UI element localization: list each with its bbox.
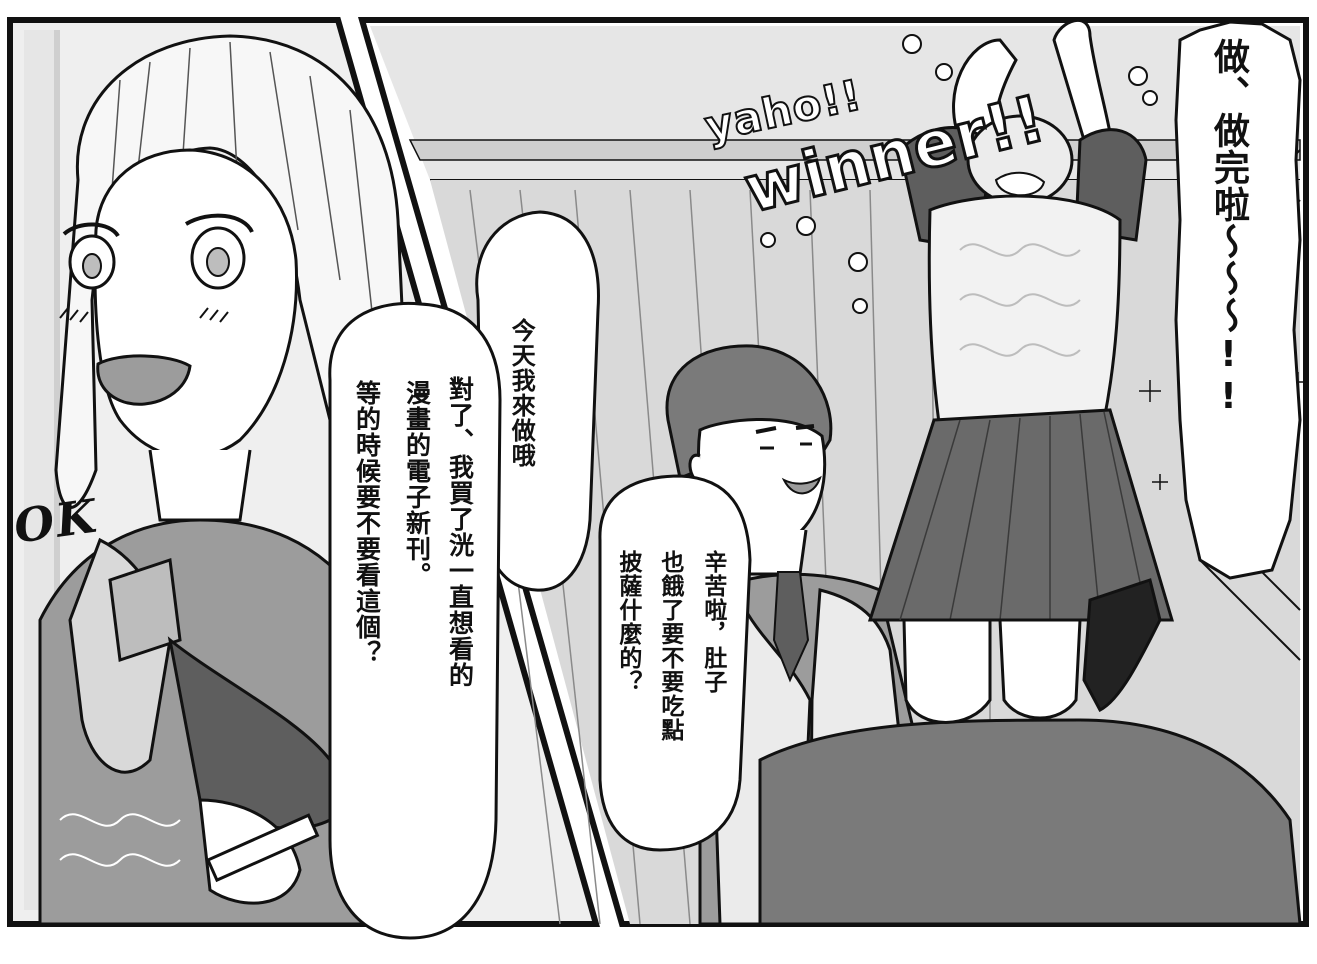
balloon-three-line-2: 也餓了要不要吃點 xyxy=(656,550,683,742)
balloon-three-line-3: 披薩什麼的？ xyxy=(614,550,641,694)
right-panel xyxy=(358,17,1309,927)
balloon-one-text: 今天我來做哦 xyxy=(507,318,536,468)
balloon-two-line-3: 等的時候要不要看這個？ xyxy=(352,380,382,666)
speech-balloons xyxy=(328,20,1302,940)
balloon-four-text: 做、做完啦〜〜〜!! xyxy=(1208,38,1249,418)
balloon-three-line-1: 辛苦啦，肚子 xyxy=(699,550,726,694)
sfx-ok: OK xyxy=(10,488,102,554)
balloon-two-line-2: 漫畫的電子新刊。 xyxy=(402,380,432,588)
balloon-two-line-1: 對了、我買了洸一直想看的 xyxy=(445,376,475,688)
